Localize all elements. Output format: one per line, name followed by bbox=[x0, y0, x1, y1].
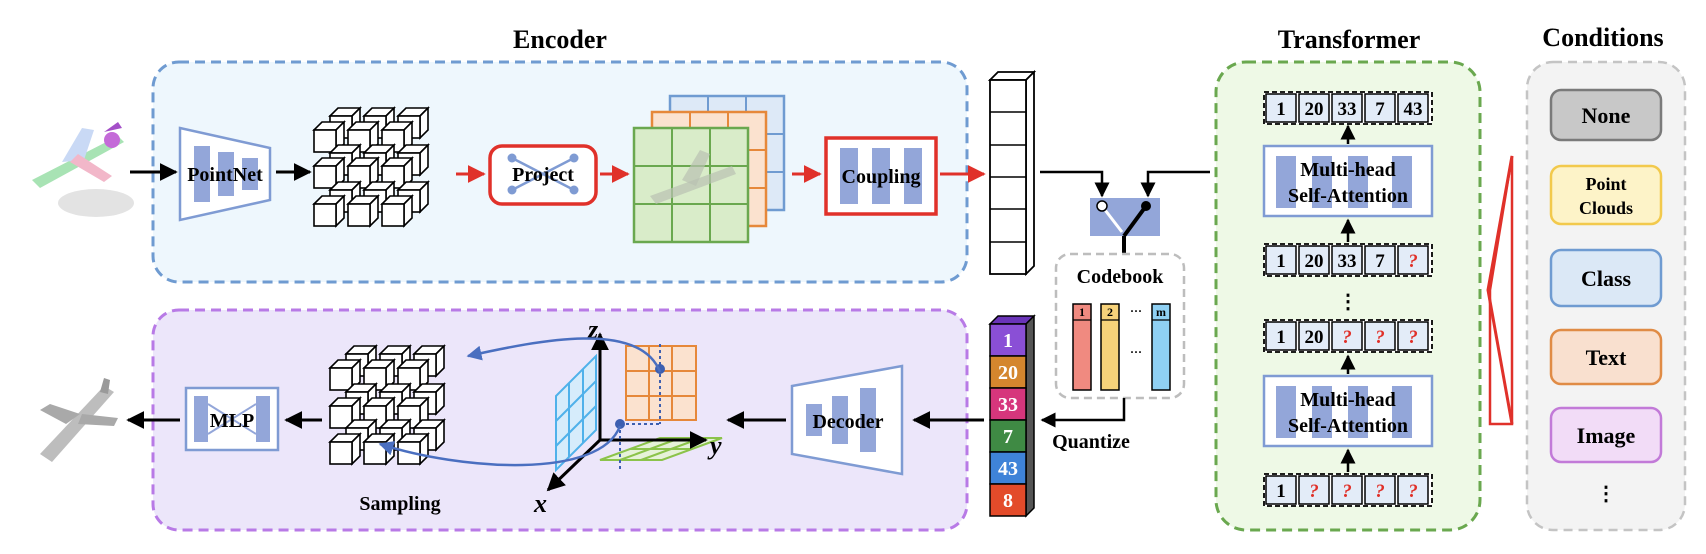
token-sequence-top: 1 20 33 7 43 bbox=[1263, 91, 1433, 125]
axis-x-label: x bbox=[533, 489, 547, 518]
sampling-curve-lower bbox=[378, 425, 622, 467]
token-unknown: ? bbox=[1309, 481, 1319, 502]
condition-text: Text bbox=[1549, 328, 1663, 386]
pointnet-block: PointNet bbox=[178, 126, 272, 222]
self-attention-block-lower: Multi-head Self-Attention bbox=[1262, 374, 1434, 448]
condition-arrow bbox=[1488, 155, 1514, 426]
token: 20 bbox=[1305, 327, 1324, 348]
token-unknown: ? bbox=[1408, 251, 1418, 272]
token: 20 bbox=[1305, 99, 1324, 120]
condition-text-label: Text bbox=[1586, 345, 1627, 370]
transformer-stack: 1 20 33 7 43 Multi-head Self-Attention 1 bbox=[1262, 91, 1434, 507]
input-point-cloud-image bbox=[32, 122, 134, 217]
codebook-entry-1: 1 bbox=[1079, 305, 1085, 319]
decoder-label: Decoder bbox=[812, 411, 883, 433]
codebook-entry-2: 2 bbox=[1107, 305, 1113, 319]
codebook-entry-m: m bbox=[1156, 305, 1166, 319]
output-airplane-image bbox=[40, 378, 118, 462]
token-unknown: ? bbox=[1342, 481, 1352, 502]
index-value: 33 bbox=[998, 394, 1018, 416]
decoder-block: Decoder bbox=[790, 364, 904, 476]
token-unknown: ? bbox=[1375, 481, 1385, 502]
codebook: Codebook 1 2 ··· ··· m bbox=[1054, 252, 1186, 400]
voxel-grid-encoder bbox=[313, 107, 429, 227]
token-unknown: ? bbox=[1375, 327, 1385, 348]
index-cell bbox=[989, 419, 1027, 453]
token: 1 bbox=[1276, 481, 1286, 502]
quantized-index-column: 1 20 33 7 43 8 bbox=[988, 314, 1036, 518]
condition-point-clouds-label: Clouds bbox=[1579, 198, 1633, 218]
token-unknown: ? bbox=[1342, 327, 1352, 348]
sampling-label: Sampling bbox=[359, 493, 440, 515]
condition-point-clouds: Point Clouds bbox=[1549, 164, 1663, 226]
attention-label: Multi-head bbox=[1300, 389, 1396, 411]
token: 1 bbox=[1276, 327, 1286, 348]
encoder-heading: Encoder bbox=[513, 25, 607, 54]
triplane-grids bbox=[632, 94, 786, 244]
quantize-label: Quantize bbox=[1052, 431, 1130, 453]
axis-y-label: y bbox=[707, 431, 722, 460]
codebook-ellipsis-mid: ··· bbox=[1130, 345, 1142, 359]
token: 1 bbox=[1276, 99, 1286, 120]
token: 7 bbox=[1375, 99, 1385, 120]
connector-latent-to-switch bbox=[1040, 170, 1110, 198]
conditions-heading: Conditions bbox=[1542, 23, 1663, 52]
token-unknown: ? bbox=[1408, 327, 1418, 348]
condition-image-label: Image bbox=[1577, 423, 1636, 448]
condition-image: Image bbox=[1549, 406, 1663, 464]
token-unknown: ? bbox=[1408, 481, 1418, 502]
condition-class-label: Class bbox=[1581, 266, 1632, 291]
attention-label: Multi-head bbox=[1300, 159, 1396, 181]
latent-column bbox=[987, 69, 1037, 277]
token: 33 bbox=[1338, 251, 1357, 272]
pointnet-label: PointNet bbox=[187, 164, 263, 186]
index-value: 20 bbox=[998, 362, 1018, 384]
index-value: 43 bbox=[998, 458, 1018, 480]
token: 33 bbox=[1338, 99, 1357, 120]
axis-z-label: z bbox=[587, 315, 599, 344]
condition-none-label: None bbox=[1582, 103, 1631, 128]
codebook-ellipsis-top: ··· bbox=[1130, 304, 1142, 318]
index-cell bbox=[989, 483, 1027, 517]
condition-class: Class bbox=[1549, 248, 1663, 308]
mlp-label: MLP bbox=[210, 410, 254, 432]
attention-label: Self-Attention bbox=[1288, 415, 1408, 437]
sampling-curve-upper bbox=[466, 337, 662, 373]
condition-more-ellipsis: ⋮ bbox=[1596, 483, 1616, 505]
project-block: Project bbox=[488, 144, 598, 206]
token: 20 bbox=[1305, 251, 1324, 272]
token-sequence-bottom: 1 ? ? ? ? bbox=[1263, 473, 1433, 507]
coupling-block: Coupling bbox=[824, 136, 938, 216]
mlp-block: MLP bbox=[184, 386, 280, 452]
condition-none: None bbox=[1549, 88, 1663, 142]
token: 43 bbox=[1404, 99, 1423, 120]
codebook-title: Codebook bbox=[1077, 266, 1165, 288]
token-sequence-mid-upper: 1 20 33 7 ? bbox=[1263, 243, 1433, 277]
transformer-heading: Transformer bbox=[1278, 25, 1420, 54]
index-value: 7 bbox=[1003, 426, 1013, 448]
index-cell bbox=[989, 451, 1027, 485]
attention-label: Self-Attention bbox=[1288, 185, 1408, 207]
index-cell bbox=[989, 323, 1027, 357]
vertical-ellipsis: ⋮ bbox=[1338, 291, 1358, 313]
token-sequence-mid-lower: 1 20 ? ? ? bbox=[1263, 319, 1433, 353]
token: 1 bbox=[1276, 251, 1286, 272]
token: 7 bbox=[1375, 251, 1385, 272]
sampling-axes: x y z bbox=[533, 315, 723, 518]
condition-point-clouds-label: Point bbox=[1585, 174, 1626, 194]
index-value: 8 bbox=[1003, 490, 1013, 512]
index-value: 1 bbox=[1003, 330, 1013, 352]
index-cell bbox=[989, 355, 1027, 389]
coupling-label: Coupling bbox=[842, 166, 921, 188]
arrow-codebook-to-indices bbox=[1040, 398, 1126, 428]
project-label: Project bbox=[512, 164, 574, 186]
quantize-switch-icon bbox=[1090, 198, 1160, 256]
self-attention-block-upper: Multi-head Self-Attention bbox=[1262, 144, 1434, 218]
condition-arrow-head bbox=[1486, 155, 1514, 425]
connector-transformer-to-switch bbox=[1140, 170, 1210, 198]
